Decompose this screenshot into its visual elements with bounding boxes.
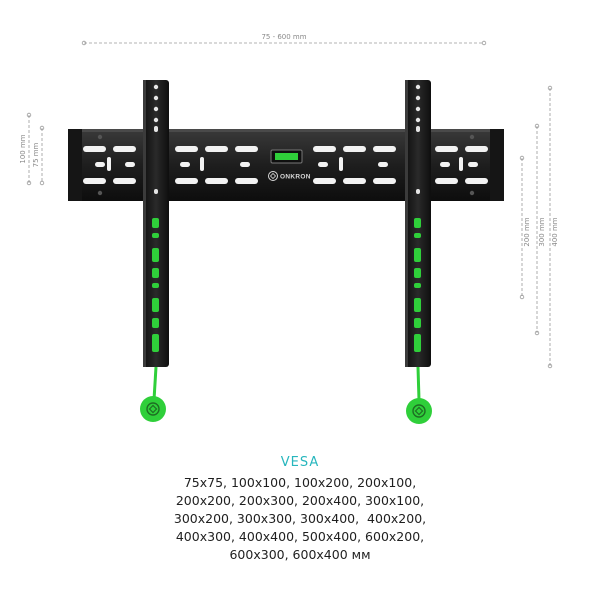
dim-label-400mm: 400 mm xyxy=(551,217,559,246)
vesa-line: 600x300, 600x400 мм xyxy=(229,547,371,562)
brand-name: ONKRON xyxy=(280,174,311,181)
vesa-sizes-list: 75x75, 100x100, 100x200, 200x100, 200x20… xyxy=(140,474,460,564)
right-pull-cord-tag[interactable] xyxy=(406,398,432,424)
onkron-mark-icon xyxy=(414,406,424,416)
onkron-logo: ONKRON xyxy=(268,171,311,181)
wall-plate: ONKRON xyxy=(68,129,504,201)
dim-label-100mm: 100 mm xyxy=(19,134,27,163)
vesa-line: 75x75, 100x100, 100x200, 200x100, xyxy=(183,475,417,490)
dim-label-75mm: 75 mm xyxy=(32,142,40,167)
width-range-label: 75 - 600 mm xyxy=(261,33,306,41)
left-pull-cord-tag[interactable] xyxy=(140,396,166,422)
dim-label-200mm: 200 mm xyxy=(523,217,531,246)
right-dimensions: 400 mm 300 mm 200 mm xyxy=(519,85,559,369)
onkron-mark-icon xyxy=(148,404,158,414)
bubble-level xyxy=(270,149,303,164)
vesa-line: 300x200, 300x300, 300x400, 400x200, xyxy=(173,511,427,526)
right-vertical-arm xyxy=(405,80,432,424)
vesa-line: 200x200, 200x300, 200x400, 300x100, xyxy=(175,493,425,508)
dim-label-300mm: 300 mm xyxy=(538,217,546,246)
left-dimensions: 100 mm 75 mm xyxy=(19,112,45,186)
vesa-line: 400x300, 400x400, 500x400, 600x200, xyxy=(175,529,425,544)
left-vertical-arm xyxy=(140,80,169,422)
vesa-title: VESA xyxy=(280,455,320,470)
width-dimension: 75 - 600 mm xyxy=(81,33,487,46)
